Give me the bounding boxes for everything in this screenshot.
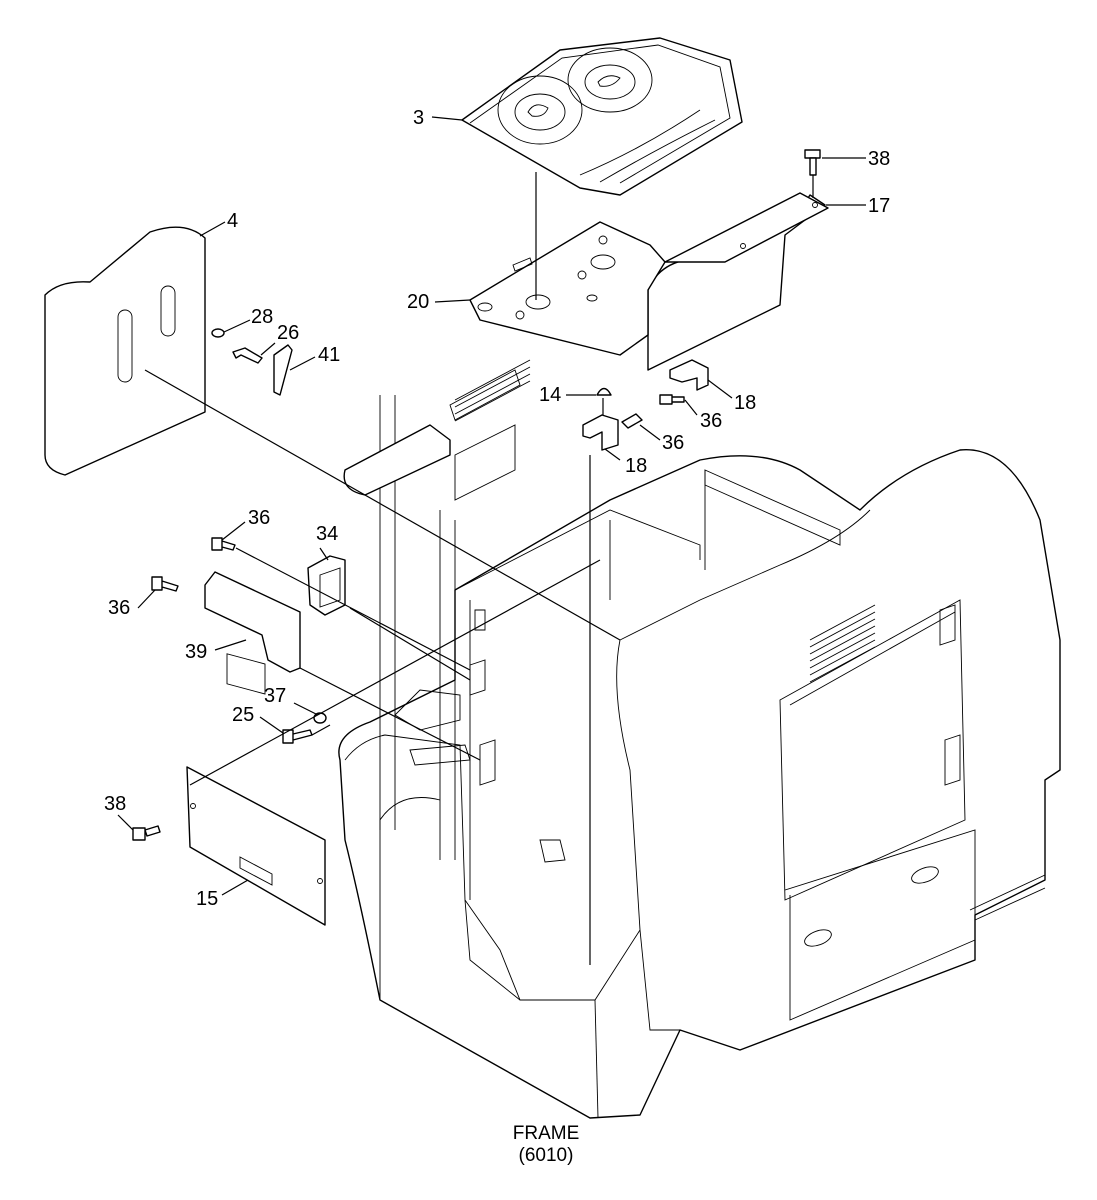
seat-back	[44, 226, 206, 476]
callout-26: 26	[277, 322, 299, 344]
callout-18-lower: 18	[625, 455, 647, 477]
side-cover	[647, 192, 829, 371]
callout-14: 14	[539, 384, 561, 406]
callout-36-left: 36	[248, 507, 270, 529]
callout-25: 25	[232, 704, 254, 726]
callout-39: 39	[185, 641, 207, 663]
callout-36-upper: 36	[700, 410, 722, 432]
callout-18-upper: 18	[734, 392, 756, 414]
caption-title: FRAME	[513, 1123, 580, 1144]
callout-36-mid: 36	[662, 432, 684, 454]
callout-38-top: 38	[868, 148, 890, 170]
seat-mat	[461, 37, 743, 196]
callout-20: 20	[407, 291, 429, 313]
callout-3: 3	[413, 107, 424, 129]
frame-body	[338, 359, 1061, 1119]
callout-28: 28	[251, 306, 273, 328]
callout-15: 15	[196, 888, 218, 910]
diagram-caption: FRAME (6010)	[513, 1123, 580, 1166]
callout-37: 37	[264, 685, 286, 707]
access-panel	[186, 766, 326, 926]
callout-41: 41	[318, 344, 340, 366]
assembly-lines	[117, 116, 866, 965]
callout-4: 4	[227, 210, 238, 232]
callout-38-lower: 38	[104, 793, 126, 815]
callout-17: 17	[868, 195, 890, 217]
seat-plate	[469, 221, 666, 356]
caption-code: (6010)	[519, 1145, 574, 1166]
callout-labels: 3 38 17 4 20 28 26 41 14 18 36 36 18 36 …	[104, 107, 890, 910]
callout-34: 34	[316, 523, 338, 545]
vent-slots	[454, 359, 876, 683]
callout-36-lower: 36	[108, 597, 130, 619]
